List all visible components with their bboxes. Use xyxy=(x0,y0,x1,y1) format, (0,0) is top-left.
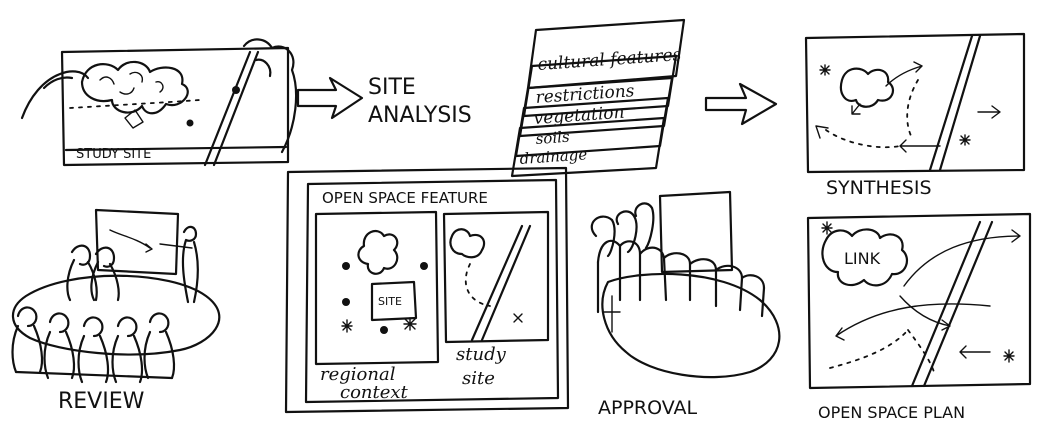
open-space-plan-panel: LINK xyxy=(806,212,1032,390)
review-label: REVIEW xyxy=(58,389,145,414)
regional-context-line1: regional xyxy=(320,364,396,385)
site-analysis-title-line1: SITE xyxy=(368,75,416,100)
analysis-layers: cultural features restrictions vegetatio… xyxy=(510,18,686,178)
review-scene xyxy=(11,208,221,384)
layer-cultural: cultural features xyxy=(537,45,682,75)
layer-drainage: drainage xyxy=(519,145,588,168)
synthesis-panel xyxy=(804,32,1026,174)
open-space-feature-title: OPEN SPACE FEATURE xyxy=(322,189,488,207)
study-site-inset-line1: study xyxy=(456,344,507,365)
study-site-panel: STUDY SITE xyxy=(20,38,298,167)
study-site-label: STUDY SITE xyxy=(76,147,151,162)
synthesis-label: SYNTHESIS xyxy=(826,177,932,199)
site-analysis-title-line2: ANALYSIS xyxy=(368,103,472,128)
regional-context-line2: context xyxy=(340,382,409,403)
link-label: LINK xyxy=(844,249,881,268)
open-space-plan-label: OPEN SPACE PLAN xyxy=(818,403,965,422)
arrow-to-analysis xyxy=(296,76,364,120)
approval-scene xyxy=(590,190,781,379)
arrow-to-synthesis xyxy=(704,82,778,126)
study-site-inset-line2: site xyxy=(462,368,495,389)
site-label: SITE xyxy=(378,295,402,308)
open-space-feature-panel: OPEN SPACE FEATURE SITE regional context… xyxy=(284,166,570,414)
approval-label: APPROVAL xyxy=(598,397,698,419)
layer-soils: soils xyxy=(535,128,570,148)
